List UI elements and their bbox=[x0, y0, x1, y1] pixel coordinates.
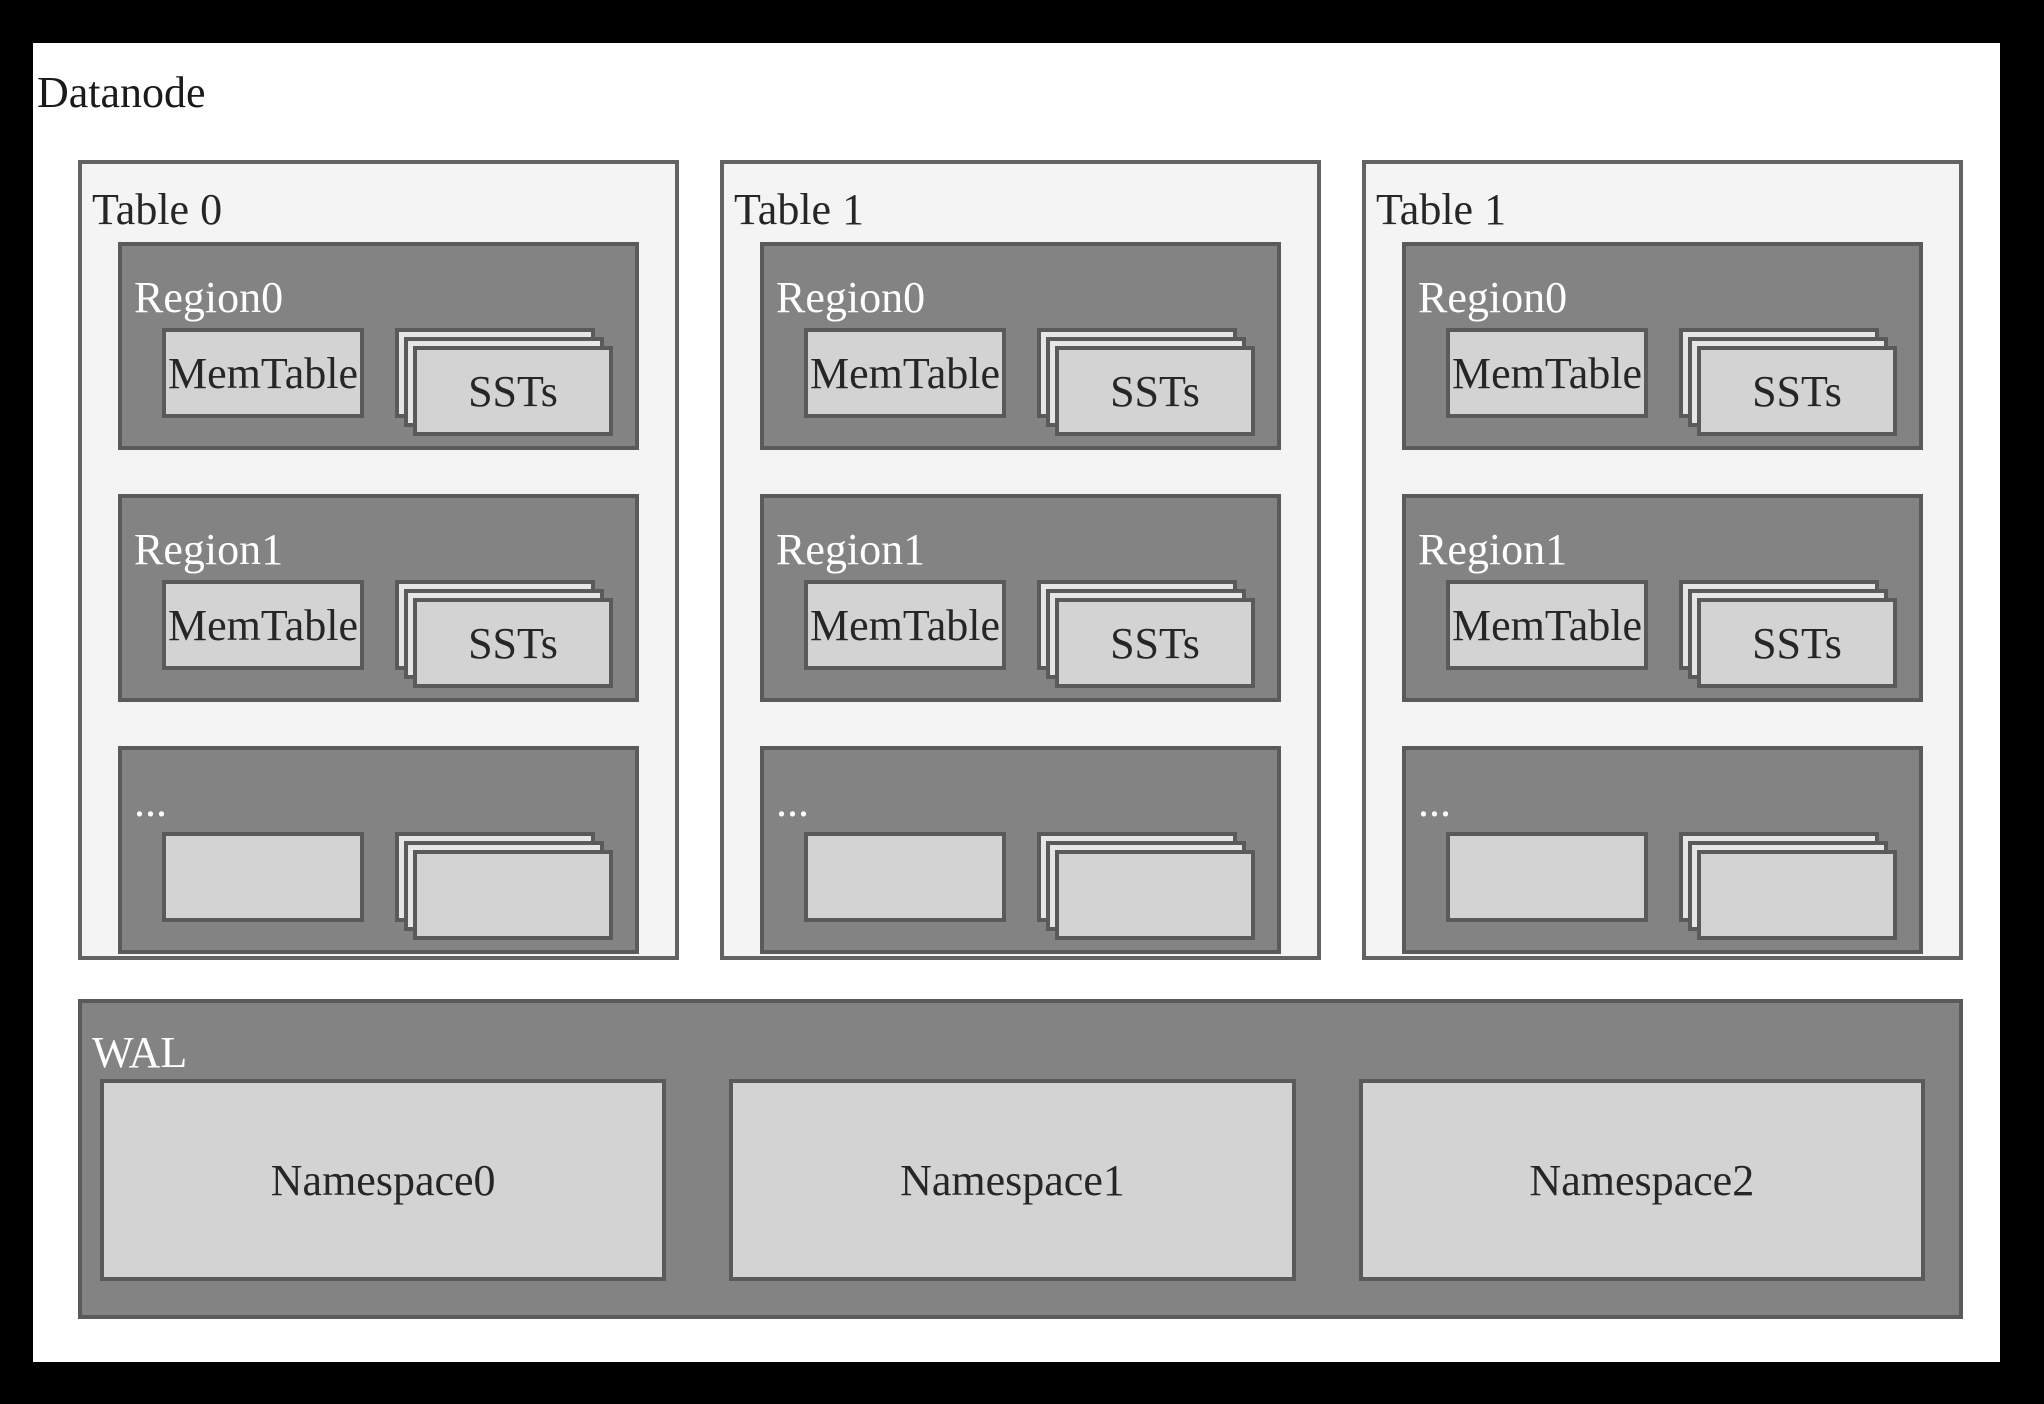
region-label: ... bbox=[134, 777, 167, 826]
sst-stack: SSTs bbox=[1679, 580, 1897, 688]
region-content: MemTable SSTs bbox=[1446, 580, 1897, 688]
region-box: Region0 MemTable SSTs bbox=[760, 242, 1281, 450]
memtable-box-empty bbox=[804, 832, 1006, 922]
region-label: Region0 bbox=[1418, 273, 1568, 322]
memtable-box: MemTable bbox=[804, 328, 1006, 418]
sst-stack: SSTs bbox=[395, 328, 613, 436]
region-content bbox=[162, 832, 613, 940]
datanode-title: Datanode bbox=[37, 68, 206, 117]
region-box: Region1 MemTable SSTs bbox=[118, 494, 639, 702]
region-box: Region1 MemTable SSTs bbox=[1402, 494, 1923, 702]
region-label: Region1 bbox=[1418, 525, 1568, 574]
sst-front-box: SSTs bbox=[413, 346, 613, 436]
sst-stack: SSTs bbox=[1679, 328, 1897, 436]
region-label: Region1 bbox=[776, 525, 926, 574]
namespace-box-1: Namespace1 bbox=[729, 1079, 1296, 1281]
region-content bbox=[1446, 832, 1897, 940]
sst-front-box: SSTs bbox=[1055, 346, 1255, 436]
wal-namespaces-row: Namespace0 Namespace1 Namespace2 bbox=[100, 1079, 1925, 1281]
region-content bbox=[804, 832, 1255, 940]
table-title: Table 1 bbox=[1376, 185, 1507, 234]
sst-stack bbox=[1679, 832, 1897, 940]
memtable-box: MemTable bbox=[804, 580, 1006, 670]
sst-front-box: SSTs bbox=[413, 598, 613, 688]
memtable-box-empty bbox=[1446, 832, 1648, 922]
memtable-box-empty bbox=[162, 832, 364, 922]
tables-row: Table 0 Region0 MemTable SSTs bbox=[78, 160, 1963, 960]
sst-front-box: SSTs bbox=[1697, 346, 1897, 436]
sst-stack: SSTs bbox=[1037, 580, 1255, 688]
region-box-ellipsis: ... bbox=[118, 746, 639, 954]
region-box: Region1 MemTable SSTs bbox=[760, 494, 1281, 702]
regions-column: Region0 MemTable SSTs Region1 bbox=[118, 242, 639, 954]
region-content: MemTable SSTs bbox=[162, 328, 613, 436]
region-content: MemTable SSTs bbox=[804, 580, 1255, 688]
region-content: MemTable SSTs bbox=[162, 580, 613, 688]
memtable-box: MemTable bbox=[162, 328, 364, 418]
sst-front-box-empty bbox=[1697, 850, 1897, 940]
region-content: MemTable SSTs bbox=[804, 328, 1255, 436]
region-box: Region0 MemTable SSTs bbox=[118, 242, 639, 450]
region-label: Region0 bbox=[776, 273, 926, 322]
region-content: MemTable SSTs bbox=[1446, 328, 1897, 436]
table-box-1: Table 1 Region0 MemTable SSTs bbox=[720, 160, 1321, 960]
sst-stack: SSTs bbox=[1037, 328, 1255, 436]
sst-front-box: SSTs bbox=[1697, 598, 1897, 688]
table-box-0: Table 0 Region0 MemTable SSTs bbox=[78, 160, 679, 960]
region-box: Region0 MemTable SSTs bbox=[1402, 242, 1923, 450]
diagram-canvas: Datanode Table 0 Region0 MemTable SSTs bbox=[33, 43, 2000, 1362]
table-title: Table 1 bbox=[734, 185, 865, 234]
sst-stack bbox=[395, 832, 613, 940]
memtable-box: MemTable bbox=[1446, 580, 1648, 670]
region-label: ... bbox=[1418, 777, 1451, 826]
regions-column: Region0 MemTable SSTs Region1 bbox=[760, 242, 1281, 954]
region-box-ellipsis: ... bbox=[1402, 746, 1923, 954]
sst-stack: SSTs bbox=[395, 580, 613, 688]
region-label: ... bbox=[776, 777, 809, 826]
wal-label: WAL bbox=[92, 1028, 188, 1077]
sst-front-box: SSTs bbox=[1055, 598, 1255, 688]
sst-stack bbox=[1037, 832, 1255, 940]
namespace-box-2: Namespace2 bbox=[1358, 1079, 1925, 1281]
namespace-box-0: Namespace0 bbox=[100, 1079, 667, 1281]
region-label: Region0 bbox=[134, 273, 284, 322]
memtable-box: MemTable bbox=[1446, 328, 1648, 418]
regions-column: Region0 MemTable SSTs Region1 bbox=[1402, 242, 1923, 954]
sst-front-box-empty bbox=[1055, 850, 1255, 940]
region-label: Region1 bbox=[134, 525, 284, 574]
table-box-2: Table 1 Region0 MemTable SSTs bbox=[1362, 160, 1963, 960]
sst-front-box-empty bbox=[413, 850, 613, 940]
memtable-box: MemTable bbox=[162, 580, 364, 670]
table-title: Table 0 bbox=[92, 185, 223, 234]
region-box-ellipsis: ... bbox=[760, 746, 1281, 954]
wal-box: WAL Namespace0 Namespace1 Namespace2 bbox=[78, 999, 1963, 1319]
